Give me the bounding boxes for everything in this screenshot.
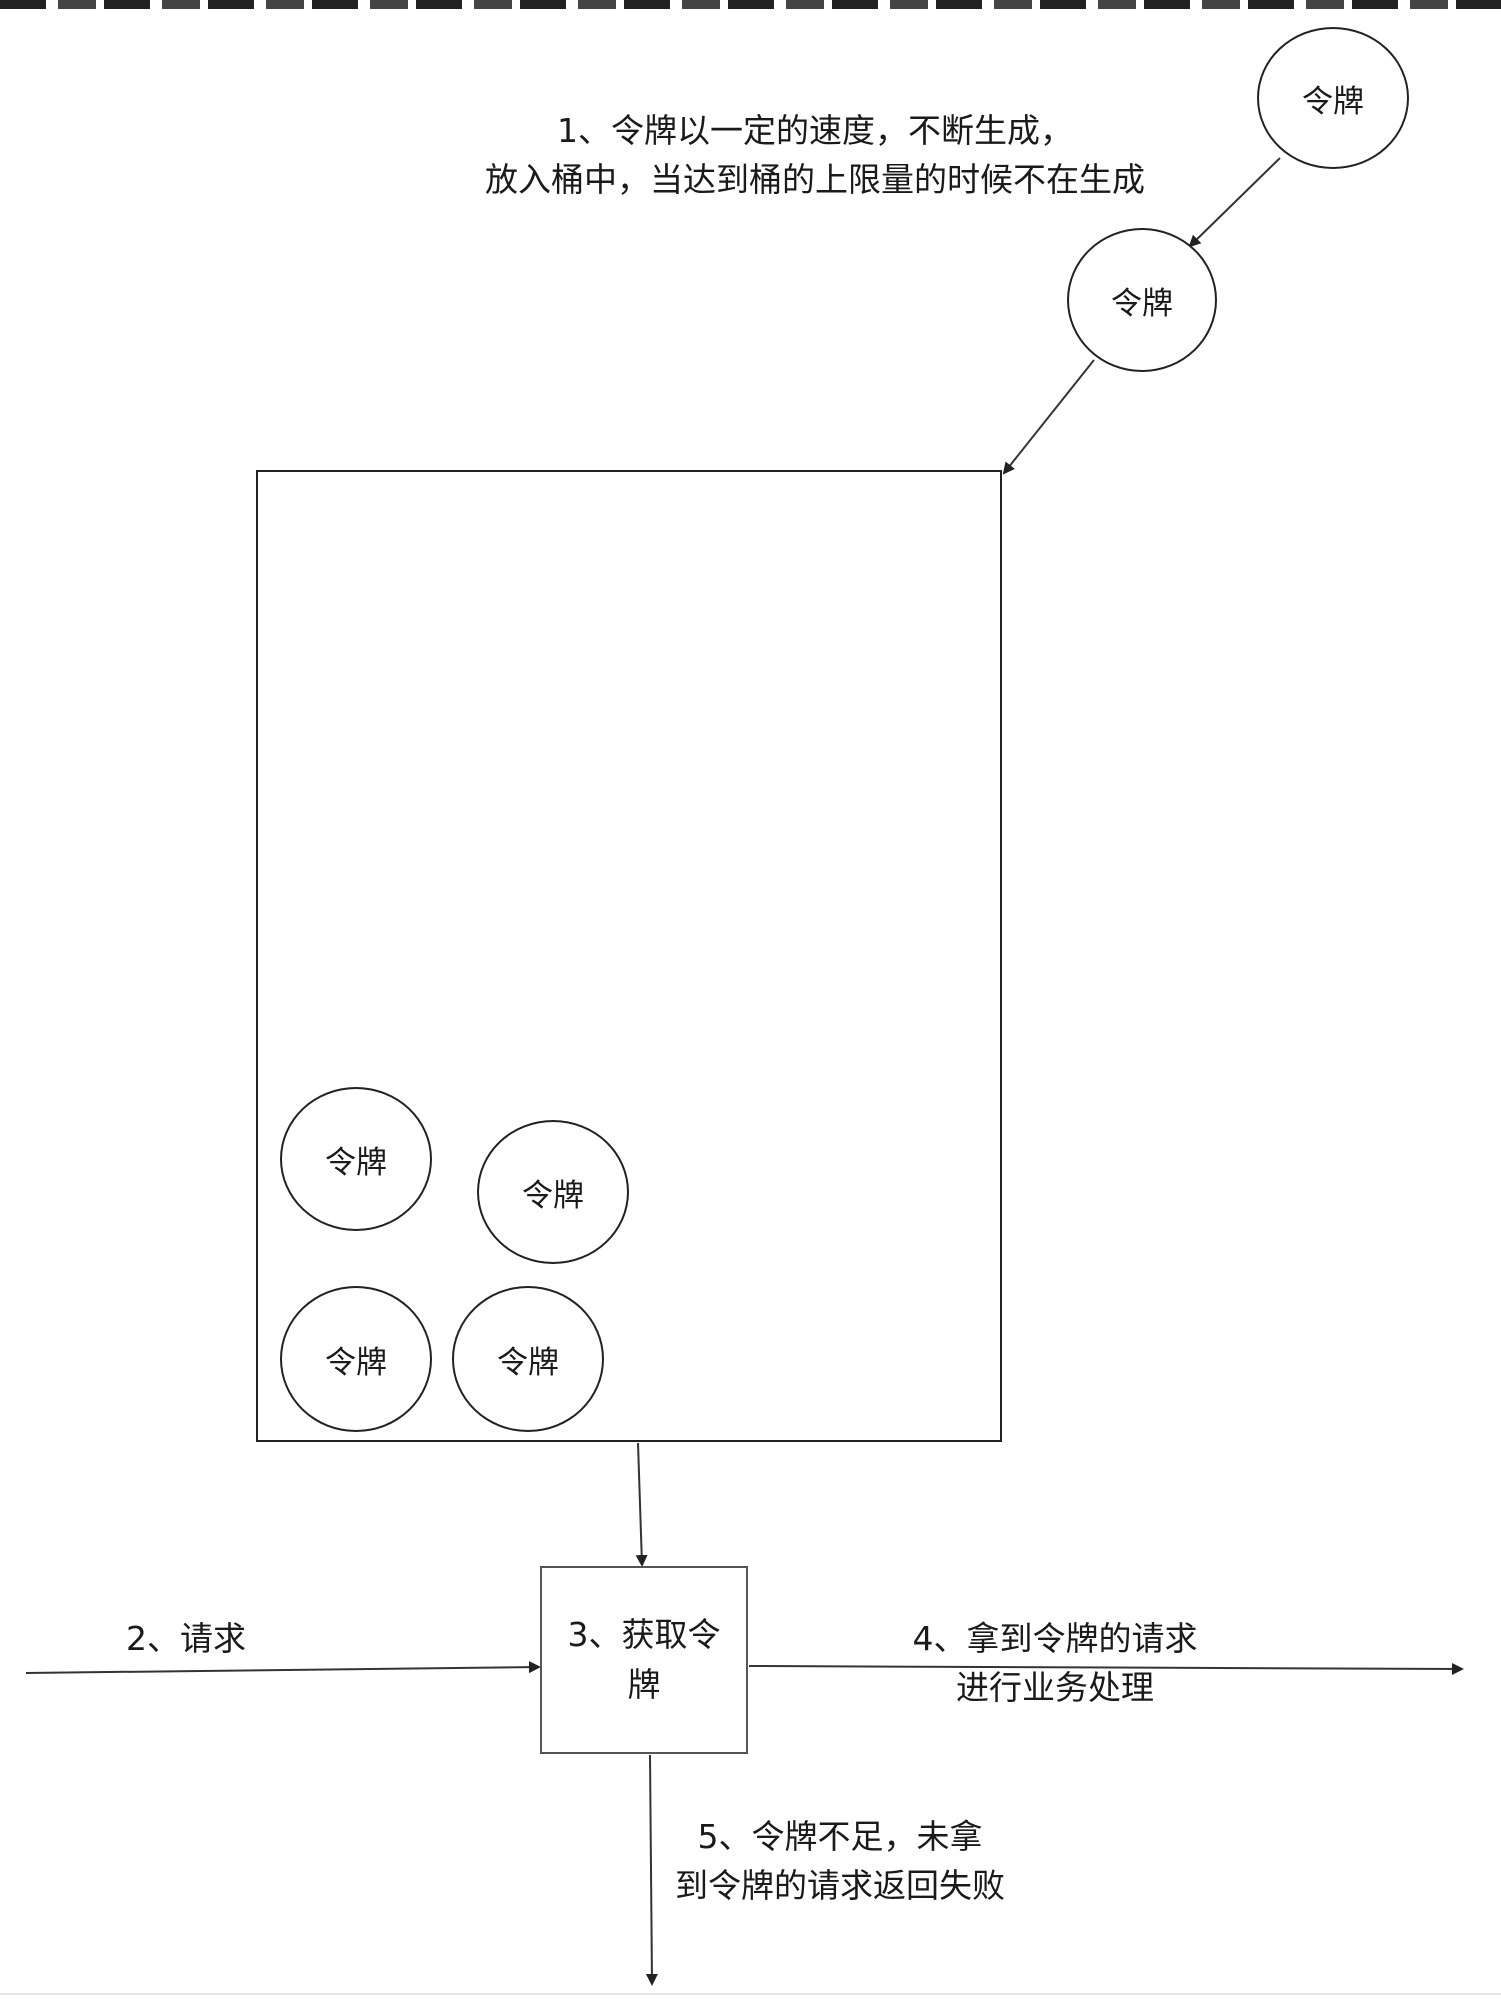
generated-token-top: 令牌 [1257, 27, 1409, 169]
token-label: 令牌 [1111, 285, 1173, 322]
token-label: 令牌 [1302, 83, 1364, 120]
token-bucket [256, 470, 1002, 1442]
step1-line1: 1、令牌以一定的速度，不断生成， [557, 111, 1073, 150]
bucket-token: 令牌 [477, 1120, 629, 1264]
cropped-text-strip [0, 0, 1501, 9]
token-label: 令牌 [325, 1344, 387, 1381]
step2-label: 2、请求 [96, 1614, 276, 1663]
step2-text: 2、请求 [126, 1619, 246, 1658]
token-label: 令牌 [325, 1144, 387, 1181]
bottom-rule [0, 1993, 1501, 1995]
token-label: 令牌 [522, 1177, 584, 1214]
step5-line2: 到令牌的请求返回失败 [675, 1866, 1005, 1905]
step3-line2: 牌 [627, 1665, 661, 1704]
arrow-process-out [748, 1662, 1464, 1675]
step4-line1: 4、拿到令牌的请求 [912, 1619, 1198, 1658]
arrow-token-into-bucket [1002, 359, 1095, 475]
generated-token-falling: 令牌 [1067, 228, 1217, 372]
arrow-token-falling [1188, 157, 1281, 248]
step1-line2: 放入桶中，当达到桶的上限量的时候不在生成 [485, 160, 1145, 199]
arrow-request-in [25, 1661, 541, 1674]
step3-line1: 3、获取令 [567, 1615, 721, 1654]
bucket-token: 令牌 [452, 1286, 604, 1432]
step5-label: 5、令牌不足，未拿 到令牌的请求返回失败 [640, 1812, 1040, 1910]
arrow-bucket-to-get-token [635, 1442, 648, 1567]
bucket-token: 令牌 [280, 1087, 432, 1231]
step5-line1: 5、令牌不足，未拿 [697, 1817, 983, 1856]
get-token-box: 3、获取令 牌 [540, 1566, 748, 1754]
step4-line2: 进行业务处理 [956, 1668, 1154, 1707]
step1-label: 1、令牌以一定的速度，不断生成， 放入桶中，当达到桶的上限量的时候不在生成 [420, 106, 1210, 204]
arrow-fail-out [645, 1754, 658, 1986]
bucket-token: 令牌 [280, 1286, 432, 1432]
token-label: 令牌 [497, 1344, 559, 1381]
step4-label: 4、拿到令牌的请求 进行业务处理 [870, 1614, 1240, 1712]
